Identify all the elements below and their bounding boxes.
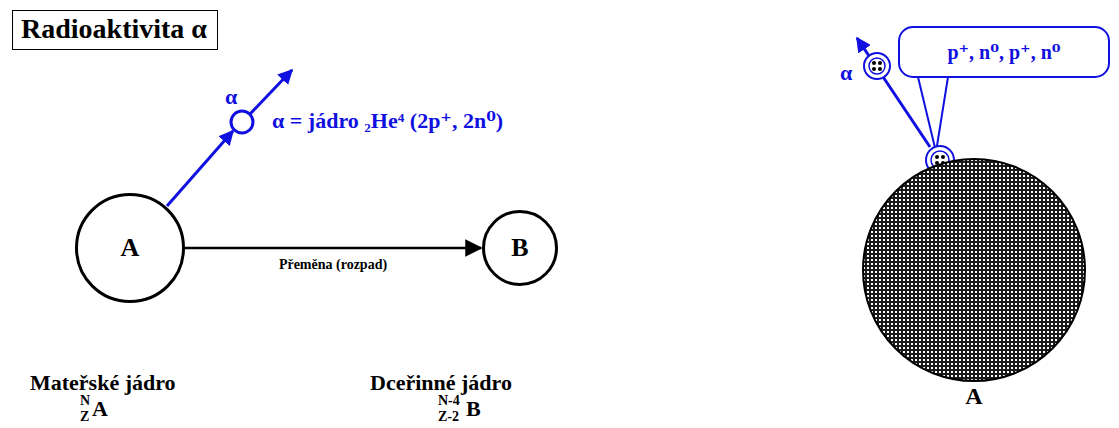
node-text: p⁺, n⁰, p⁺, n⁰: [947, 40, 1060, 64]
atomic-number: Z-2: [438, 410, 459, 424]
daughter-nucleus: B: [482, 210, 558, 286]
emission-arrow: [250, 70, 292, 114]
mass-number: N-4: [438, 394, 460, 408]
node-text: A: [121, 233, 140, 263]
nucleus-illustration: A: [862, 158, 1086, 382]
diagram-title: Radioaktivita α: [12, 10, 218, 50]
element-symbol: A: [92, 398, 108, 420]
callout-bubble: p⁺, n⁰, p⁺, n⁰: [898, 26, 1110, 78]
atomic-number: Z: [80, 410, 89, 424]
callout-tail: [918, 77, 948, 152]
parent-nucleus: A: [75, 193, 185, 303]
daughter-caption: Dceřinné jádro: [370, 372, 512, 394]
alpha-symbol: α: [225, 86, 237, 108]
circle-outline: [862, 158, 1086, 382]
emission-arrow: [167, 131, 233, 206]
element-symbol: B: [466, 398, 481, 420]
edge-label: Přeměna (rozpad): [277, 257, 389, 272]
parent-caption: Mateřské jádro: [30, 372, 176, 394]
mass-number: N: [80, 394, 90, 408]
node-text: A: [862, 384, 1086, 408]
alpha-particle: [864, 53, 890, 79]
alpha-symbol: α: [840, 62, 852, 84]
transformation-arrow: [185, 247, 481, 250]
alpha-particle: [231, 111, 253, 133]
alpha-definition: α = jádro ₂He⁴ (2p⁺, 2n⁰): [272, 110, 503, 132]
node-text: B: [511, 233, 528, 263]
